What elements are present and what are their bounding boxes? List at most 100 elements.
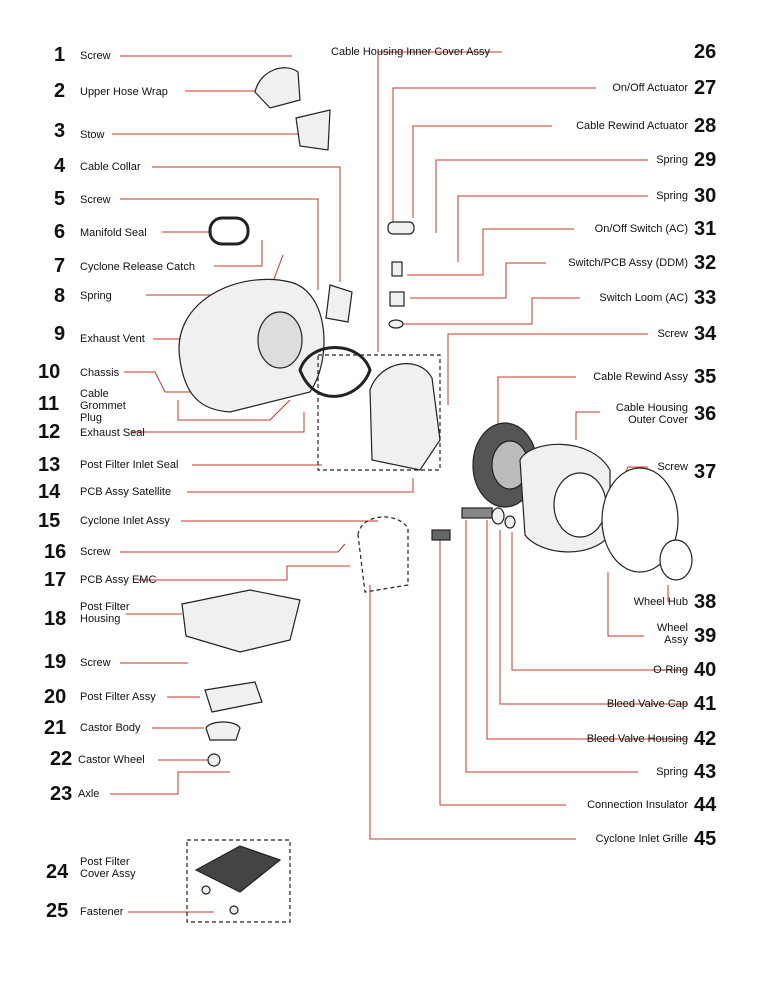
part-number: 10 bbox=[38, 361, 61, 383]
part-number: 41 bbox=[694, 693, 717, 715]
part-number: 38 bbox=[694, 591, 717, 613]
o-ring-shape bbox=[504, 515, 516, 529]
part-label: Cable Housing Outer Cover bbox=[615, 402, 688, 426]
part-label: Cable Rewind Actuator bbox=[576, 120, 688, 132]
wheel-assy-shape bbox=[601, 467, 679, 573]
cyclone-inlet-assy-shape bbox=[357, 516, 409, 593]
exhaust-seal-shape bbox=[298, 346, 372, 398]
castor-wheel-shape bbox=[207, 753, 221, 767]
part-label: On/Off Actuator bbox=[612, 82, 688, 94]
part-label: Bleed Valve Housing bbox=[586, 733, 688, 745]
part-number: 23 bbox=[50, 783, 73, 805]
part-number: 6 bbox=[54, 221, 66, 243]
leader-41 bbox=[499, 530, 688, 705]
part-number: 7 bbox=[54, 255, 66, 277]
part-number: 44 bbox=[694, 794, 717, 816]
part-label: Chassis bbox=[80, 367, 120, 379]
leader-16 bbox=[120, 543, 346, 553]
leader-23 bbox=[110, 771, 230, 795]
cable-housing-inner-cover-shape bbox=[369, 363, 441, 471]
leader-40 bbox=[511, 532, 688, 671]
part-number: 16 bbox=[44, 541, 67, 563]
leader-14 bbox=[187, 478, 414, 493]
part-number: 8 bbox=[54, 285, 66, 307]
chassis-shape bbox=[178, 278, 325, 413]
part-label: Bleed Valve Cap bbox=[606, 698, 688, 710]
part-label: Cable Housing Inner Cover Assy bbox=[331, 46, 490, 58]
part-label: Castor Body bbox=[80, 722, 141, 734]
part-label: O-Ring bbox=[653, 664, 688, 676]
part-label: Cyclone Release Catch bbox=[80, 261, 195, 273]
leader-lines bbox=[110, 51, 688, 913]
connection-insulator-shape bbox=[431, 529, 451, 541]
post-filter-cover-shape bbox=[194, 845, 282, 893]
part-number: 20 bbox=[44, 686, 67, 708]
part-label: PCB Assy EMC bbox=[80, 574, 157, 586]
part-number: 40 bbox=[694, 659, 717, 681]
part-number: 18 bbox=[44, 608, 67, 630]
part-number: 29 bbox=[694, 149, 717, 171]
upper-hose-wrap-shape bbox=[254, 67, 301, 109]
part-number: 15 bbox=[38, 510, 61, 532]
part-number: 5 bbox=[54, 188, 66, 210]
part-label: Post Filter Assy bbox=[80, 691, 156, 703]
chassis-motor-shape bbox=[257, 311, 303, 369]
post-filter-assy-shape bbox=[204, 681, 263, 713]
part-label: Post Filter Inlet Seal bbox=[80, 459, 179, 471]
part-number: 19 bbox=[44, 651, 67, 673]
part-label: PCB Assy Satellite bbox=[80, 486, 172, 498]
part-label: Cyclone Inlet Assy bbox=[80, 515, 170, 527]
part-number: 26 bbox=[694, 41, 717, 63]
switch-pcb-shape bbox=[389, 291, 405, 307]
part-label: Exhaust Vent bbox=[80, 333, 145, 345]
part-number: 39 bbox=[694, 625, 717, 647]
part-label: Spring bbox=[80, 290, 112, 302]
leader-17 bbox=[138, 565, 350, 581]
part-label: Cyclone Inlet Grille bbox=[595, 833, 688, 845]
part-label: Post Filter Housing bbox=[80, 601, 130, 625]
part-label: Stow bbox=[80, 129, 105, 141]
leader-31 bbox=[407, 228, 574, 276]
part-label: Post Filter Cover Assy bbox=[80, 856, 136, 880]
leader-42 bbox=[486, 520, 688, 740]
part-label: Upper Hose Wrap bbox=[80, 86, 168, 98]
leader-33 bbox=[402, 297, 580, 325]
part-number: 1 bbox=[54, 44, 66, 66]
leader-43 bbox=[465, 520, 638, 773]
part-number: 17 bbox=[44, 569, 67, 591]
part-label: Castor Wheel bbox=[78, 754, 145, 766]
bleed-valve-spring-shape bbox=[461, 507, 493, 519]
part-label: Screw bbox=[80, 657, 111, 669]
part-number: 37 bbox=[694, 461, 717, 483]
part-number: 42 bbox=[694, 728, 717, 750]
part-number: 22 bbox=[50, 748, 73, 770]
part-label: On/Off Switch (AC) bbox=[594, 223, 688, 235]
part-label: Spring bbox=[656, 766, 688, 778]
part-number: 13 bbox=[38, 454, 61, 476]
leader-35 bbox=[497, 376, 576, 425]
part-number: 11 bbox=[38, 393, 60, 415]
castor-body-shape bbox=[205, 721, 241, 741]
leader-30 bbox=[457, 195, 648, 262]
part-label: Switch/PCB Assy (DDM) bbox=[568, 257, 688, 269]
part-label: Switch Loom (AC) bbox=[599, 292, 688, 304]
part-label: Exhaust Seal bbox=[80, 427, 145, 439]
leader-27 bbox=[392, 87, 596, 225]
part-number: 14 bbox=[38, 481, 61, 503]
part-number: 27 bbox=[694, 77, 717, 99]
cable-collar-shape bbox=[325, 284, 353, 323]
leader-7 bbox=[214, 240, 263, 267]
wheel-hub-shape bbox=[659, 539, 693, 581]
leader-39 bbox=[607, 572, 644, 637]
leader-44 bbox=[439, 540, 566, 806]
outer-cover-disc-shape bbox=[553, 472, 607, 538]
part-label: Cable Grommet Plug bbox=[80, 388, 126, 424]
part-number: 36 bbox=[694, 403, 717, 425]
switch-loom-shape bbox=[388, 319, 404, 329]
post-filter-housing-shape bbox=[181, 589, 301, 653]
part-number: 12 bbox=[38, 421, 61, 443]
part-number: 9 bbox=[54, 323, 66, 345]
part-label: Screw bbox=[657, 328, 688, 340]
leader-10 bbox=[124, 371, 208, 393]
